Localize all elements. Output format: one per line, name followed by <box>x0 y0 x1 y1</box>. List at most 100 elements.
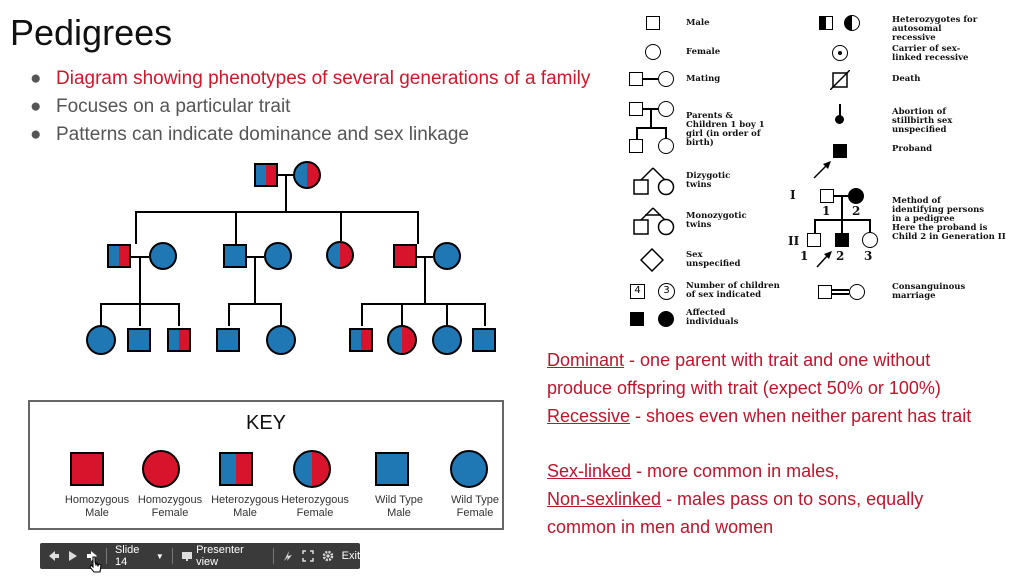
gen3-male <box>472 328 496 352</box>
legend-label: Method of identifying persons in a pedig… <box>892 196 985 224</box>
presenter-view-button[interactable]: Presenter view <box>181 544 265 568</box>
example-gen1-female <box>848 188 864 204</box>
fullscreen-button[interactable] <box>301 550 314 562</box>
note-sexlinked: Sex-linked - more common in males, <box>547 461 840 481</box>
slide-selector[interactable]: Slide 14▼ <box>114 544 164 568</box>
legend-female-symbol <box>645 44 661 60</box>
legend-label: Number of children of sex indicated <box>686 281 780 300</box>
gear-icon <box>322 550 333 562</box>
legend-label: Here the proband is Child 2 in Generatio… <box>892 223 1006 242</box>
drop-line <box>139 303 141 326</box>
legend-dizygotic-twins <box>633 167 675 196</box>
person-number: 3 <box>864 249 873 263</box>
previous-slide-button[interactable] <box>48 550 60 562</box>
toolbar-divider <box>171 548 173 564</box>
legend-affected-square <box>630 312 644 326</box>
drop-line <box>135 211 137 244</box>
descent-line <box>424 257 426 304</box>
drop-line <box>235 211 237 244</box>
legend-mating-male <box>629 72 643 86</box>
descent-line <box>285 175 287 212</box>
note-nonsexlinked-cont: common in men and women <box>547 517 774 537</box>
symbol-legend: 4 3 Male Female Mating Parents & Childre… <box>600 0 1024 340</box>
generation-label-2: II <box>788 234 800 248</box>
legend-label: Sex unspecified <box>686 250 741 269</box>
gen3-male <box>127 328 151 352</box>
legend-descent-line <box>650 109 652 128</box>
note-dominant: Dominant - one parent with trait and one… <box>547 350 931 370</box>
person-number: 2 <box>852 204 861 218</box>
legend-label: Abortion of stillbirth sex unspecified <box>892 107 953 135</box>
example-gen1-male <box>820 189 834 203</box>
legend-label: Dizygotic twins <box>686 171 731 190</box>
next-slide-button[interactable] <box>86 550 98 562</box>
sibship-line <box>228 303 282 305</box>
legend-drop-line <box>869 219 871 233</box>
fullscreen-icon <box>301 550 314 562</box>
legend-child-girl <box>658 138 674 154</box>
chevron-down-icon: ▼ <box>155 551 164 561</box>
key-wildtype-female-symbol <box>450 450 488 488</box>
key-label: Wild Type Female <box>450 494 500 519</box>
gen2-female-3 <box>326 241 354 269</box>
legend-mating-female <box>658 71 674 87</box>
legend-monozygotic-twins <box>633 207 675 236</box>
arrow-left-icon <box>49 551 59 561</box>
settings-button[interactable] <box>322 550 334 562</box>
exit-button[interactable]: Exit <box>341 550 361 562</box>
key-label: Homozygous Female <box>137 494 203 519</box>
bullet-dot: ● <box>30 68 42 89</box>
legend-abortion-line <box>839 104 841 116</box>
legend-double-line <box>832 289 849 291</box>
legend-heterozygote-circle <box>844 15 860 31</box>
gen3-female <box>266 325 296 355</box>
gen1-mother <box>293 161 321 189</box>
laser-pointer-button[interactable] <box>282 550 294 562</box>
play-button[interactable] <box>68 550 78 562</box>
drop-line <box>280 303 282 326</box>
legend-parent-male <box>629 102 643 116</box>
drop-line <box>100 303 102 326</box>
toolbar-divider <box>272 548 274 564</box>
toolbar-divider <box>106 548 107 564</box>
legend-label: Female <box>686 47 721 57</box>
drop-line <box>446 303 448 326</box>
descent-line <box>254 257 256 304</box>
gen3-female <box>387 325 417 355</box>
carrier-dot-icon <box>838 51 842 55</box>
sibship-line <box>361 303 485 305</box>
legend-descent-line <box>841 196 843 220</box>
gen2-male-2 <box>223 244 247 268</box>
key-homozygous-female-symbol <box>142 450 180 488</box>
legend-label: Male <box>686 18 710 28</box>
legend-label: Monozygotic twins <box>686 211 747 230</box>
legend-count-square: 4 <box>630 284 645 299</box>
key-label: Homozygous Male <box>64 494 130 519</box>
sibship-line <box>135 211 417 213</box>
key-title: KEY <box>245 412 287 434</box>
legend-sex-unspecified-symbol <box>640 248 664 272</box>
gen1-father <box>254 163 278 187</box>
pedigree-diagram <box>0 0 620 390</box>
gen2-female-1 <box>149 242 177 270</box>
legend-mating-line <box>643 78 658 80</box>
bullet-dot: ● <box>30 96 42 117</box>
legend-abortion-dot <box>835 115 844 124</box>
key-label: Heterozygous Male <box>211 494 279 519</box>
key-label: Heterozygous Female <box>281 494 349 519</box>
legend-double-line <box>832 293 849 295</box>
drop-line <box>178 303 180 326</box>
drop-line <box>340 211 342 241</box>
legend-affected-circle <box>658 311 674 327</box>
gen3-male <box>167 328 191 352</box>
drop-line <box>484 303 486 326</box>
generation-label-1: I <box>790 188 796 202</box>
gen3-female <box>432 325 462 355</box>
gen2-male-1 <box>107 244 131 268</box>
arrow-right-icon <box>87 551 97 561</box>
legend-drop-line <box>814 219 816 233</box>
legend-drop-line <box>665 127 667 139</box>
legend-heterozygote-square <box>819 16 833 30</box>
monitor-icon <box>181 551 192 561</box>
person-number: 2 <box>836 249 845 263</box>
